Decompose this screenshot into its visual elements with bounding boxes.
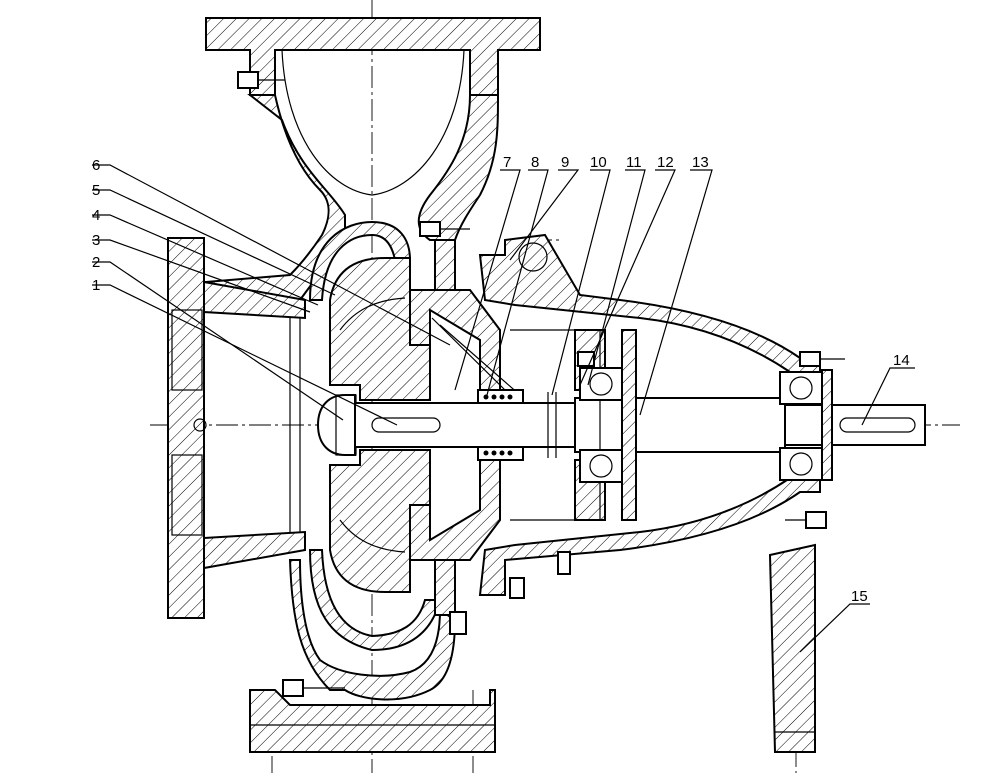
leader-lines — [92, 164, 915, 653]
part-label-7: 7 — [503, 154, 511, 171]
bearings — [579, 367, 833, 483]
part-label-15: 15 — [851, 588, 868, 605]
part-label-12: 12 — [657, 154, 674, 171]
shaft — [354, 392, 926, 458]
part-label-13: 13 — [692, 154, 709, 171]
part-label-14: 14 — [893, 352, 910, 369]
pump-foot — [249, 543, 816, 753]
part-label-2: 2 — [92, 254, 100, 271]
centerlines — [150, 0, 960, 773]
bolts — [237, 71, 845, 697]
part-label-3: 3 — [92, 232, 100, 249]
part-label-8: 8 — [531, 154, 539, 171]
mechanical-seal — [477, 389, 524, 461]
inlet-casing — [167, 237, 306, 619]
part-labels: 1 2 3 4 5 6 7 8 9 10 11 12 13 14 15 — [92, 154, 910, 605]
part-label-10: 10 — [590, 154, 607, 171]
part-label-4: 4 — [92, 207, 100, 224]
impeller-nut — [316, 394, 357, 456]
part-label-1: 1 — [92, 277, 100, 294]
impeller — [329, 257, 431, 593]
pump-cover — [409, 239, 521, 616]
part-label-9: 9 — [561, 154, 569, 171]
part-label-11: 11 — [626, 154, 642, 171]
outlet-flange — [169, 17, 541, 301]
part-label-6: 6 — [92, 157, 100, 174]
part-label-5: 5 — [92, 182, 100, 199]
